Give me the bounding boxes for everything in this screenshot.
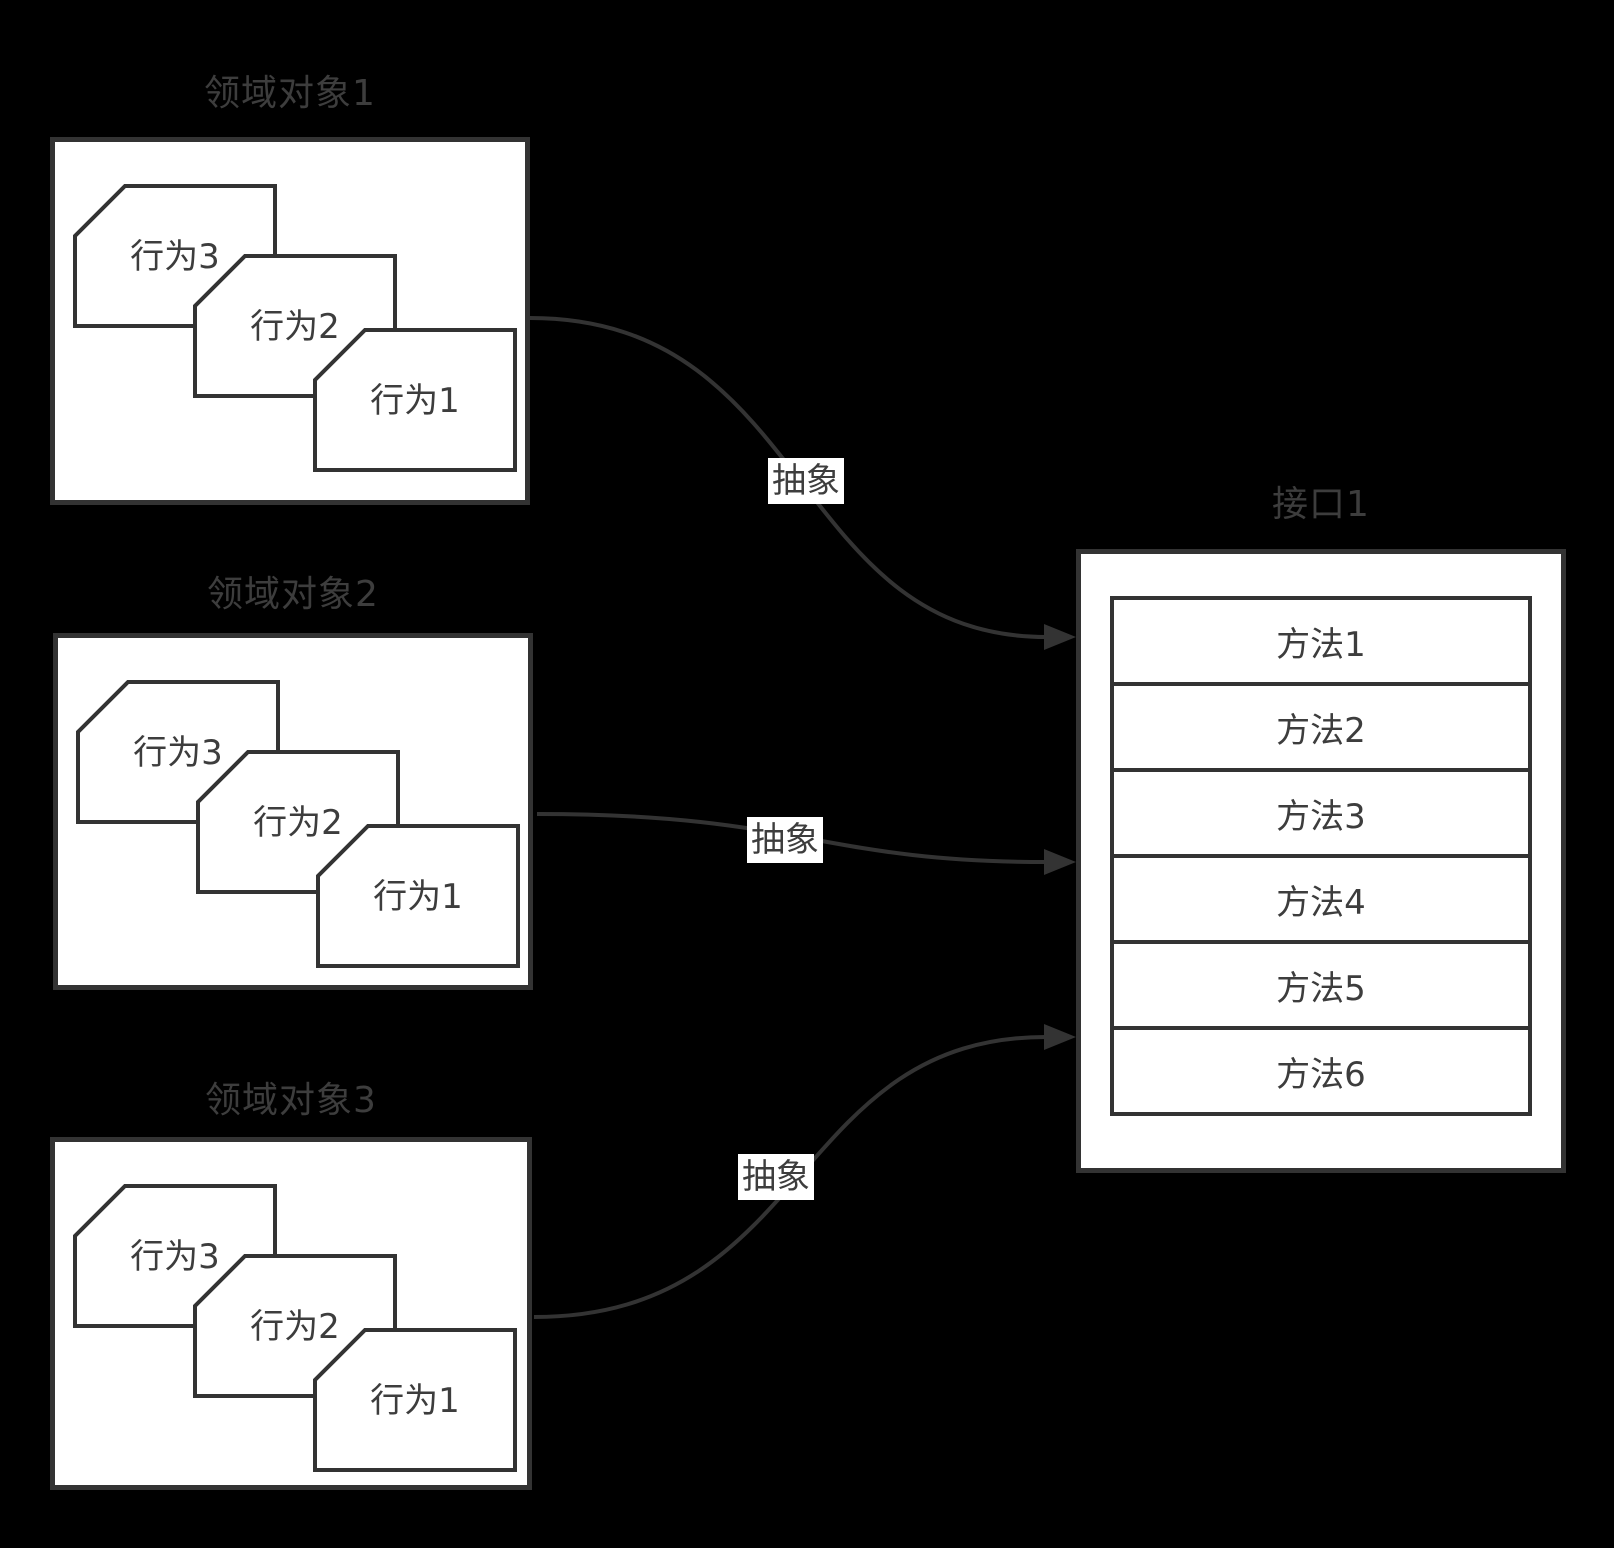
behavior-1-shape	[313, 328, 517, 472]
behavior-3-label: 行为3	[130, 1237, 220, 1277]
behavior-1-shape	[316, 824, 520, 968]
behavior-1-label: 行为1	[373, 877, 463, 917]
domain-object-1-behaviors: 行为3 行为2 行为1	[73, 184, 517, 472]
domain-object-1-box: 行为3 行为2 行为1	[50, 137, 530, 505]
behavior-2-label: 行为2	[250, 1307, 340, 1347]
method-row: 方法1	[1114, 600, 1528, 686]
arrowhead-icon	[1044, 624, 1076, 650]
domain-object-3-title: 领域对象3	[205, 1080, 377, 1121]
abstraction-label-3: 抽象	[738, 1154, 814, 1200]
abstraction-label-2: 抽象	[747, 817, 823, 863]
method-row: 方法2	[1114, 686, 1528, 772]
behavior-1-shape	[313, 1328, 517, 1472]
method-row: 方法4	[1114, 858, 1528, 944]
domain-object-1-title: 领域对象1	[204, 73, 376, 114]
domain-object-2-title: 领域对象2	[207, 574, 379, 615]
abstraction-label-1: 抽象	[768, 458, 844, 504]
domain-object-2-behaviors: 行为3 行为2 行为1	[76, 680, 520, 968]
domain-object-3-behaviors: 行为3 行为2 行为1	[73, 1184, 517, 1472]
behavior-1-label: 行为1	[370, 1381, 460, 1421]
arrowhead-icon	[1044, 1024, 1076, 1050]
behavior-1-label: 行为1	[370, 381, 460, 421]
method-row: 方法3	[1114, 772, 1528, 858]
behavior-3-label: 行为3	[133, 733, 223, 773]
method-row: 方法5	[1114, 944, 1528, 1030]
interface-title: 接口1	[1272, 484, 1370, 525]
behavior-3-label: 行为3	[130, 237, 220, 277]
behavior-2-label: 行为2	[250, 307, 340, 347]
domain-object-2-box: 行为3 行为2 行为1	[53, 633, 533, 990]
arrowhead-icon	[1044, 849, 1076, 875]
behavior-2-label: 行为2	[253, 803, 343, 843]
domain-object-3-box: 行为3 行为2 行为1	[50, 1137, 532, 1490]
method-row: 方法6	[1114, 1030, 1528, 1112]
interface-method-list: 方法1 方法2 方法3 方法4 方法5 方法6	[1110, 596, 1532, 1116]
interface-box: 方法1 方法2 方法3 方法4 方法5 方法6	[1076, 549, 1566, 1173]
